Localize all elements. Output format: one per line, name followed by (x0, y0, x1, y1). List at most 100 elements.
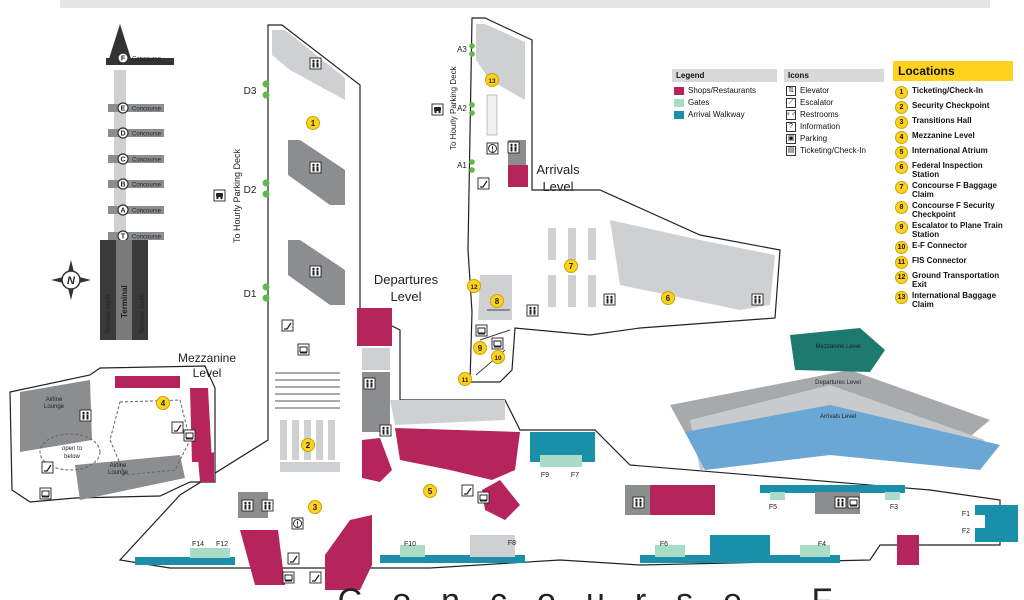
terminal-label: Terminal (120, 285, 129, 318)
gate-arrow-icon (262, 179, 270, 187)
open-below-line1: open to (62, 446, 83, 452)
train-stop-label: Concourse (132, 235, 162, 241)
gate-arrow-icon (262, 294, 270, 302)
restroom-icon (261, 499, 274, 512)
gate-arrow-icon (469, 51, 475, 57)
information-icon: ? (786, 121, 796, 132)
isometric-view (670, 328, 1000, 470)
location-marker-number: 6 (666, 294, 671, 303)
arrivals-label-line1: Arrivals (536, 162, 580, 177)
location-number-badge: 2 (895, 101, 908, 114)
location-marker-number: 1 (311, 119, 316, 128)
location-number-badge: 1 (895, 86, 908, 99)
legend-item: Shops/Restaurants (674, 85, 775, 96)
restroom-icon (309, 57, 322, 70)
parking-icon (213, 189, 226, 202)
gate-arrow-icon (262, 91, 270, 99)
location-number-badge: 6 (895, 161, 908, 174)
escalator-icon: ⟋ (786, 97, 796, 108)
location-marker-4: 4 (156, 396, 170, 410)
train-stop-marker (117, 153, 129, 165)
location-number-badge: 10 (895, 241, 908, 254)
location-item-label: Federal Inspection Station (912, 161, 983, 179)
gate-label-f2: F2 (962, 528, 970, 535)
gate-label-f6: F6 (660, 541, 668, 548)
lounge2-line1: Airline (110, 463, 127, 469)
train-stop-label: Concourse (132, 107, 162, 113)
location-item-label: Ticketing/Check-In (912, 86, 983, 95)
train-stop-marker (117, 127, 129, 139)
location-number-badge: 8 (895, 201, 908, 214)
train-stop-letter: E (121, 106, 126, 113)
location-marker-9: 9 (473, 341, 487, 355)
ticketing-icon (39, 487, 52, 500)
location-item-label: Transitions Hall (912, 116, 972, 125)
train-stop-letter: A (120, 208, 125, 215)
location-marker-number: 12 (470, 284, 478, 291)
location-marker-5: 5 (423, 484, 437, 498)
train-stop-marker (117, 102, 129, 114)
gate-label-f9: F9 (541, 472, 549, 479)
gate-label-f5: F5 (769, 504, 777, 511)
location-number-badge: 7 (895, 181, 908, 194)
location-marker-number: 7 (569, 262, 574, 271)
escalator-icon (171, 421, 184, 434)
gate-label-f8: F8 (508, 540, 516, 547)
restroom-icon (309, 265, 322, 278)
location-item-label: Ground Transportation Exit (912, 271, 1000, 289)
location-item-label: Mezzanine Level (912, 131, 975, 140)
iso-mezzanine-label: Mezzanine Level (815, 344, 860, 350)
legend-swatch (674, 98, 684, 107)
compass-letter: N (67, 275, 76, 287)
parking-left-label: To Hourly Parking Deck (232, 148, 242, 243)
map-icons (39, 57, 860, 584)
restroom-icon: ♀♂ (785, 109, 797, 120)
icons-item: ▤Ticketing/Check-In (786, 145, 882, 156)
legend-item: Gates (674, 97, 775, 108)
gate-label-f4: F4 (818, 541, 826, 548)
gate-arrow-icon (469, 43, 475, 49)
location-marker-13: 13 (485, 73, 499, 87)
parking-right-label: To Hourly Parking Deck (449, 65, 458, 150)
location-number-badge: 11 (895, 256, 908, 269)
legend-item-label: Arrival Walkway (688, 110, 745, 119)
lounge2-line2: Lounge (108, 470, 129, 476)
train-stop-letter: D (120, 131, 125, 138)
location-marker-number: 13 (488, 78, 496, 85)
gate-label-f10: F10 (404, 541, 416, 548)
train-stop-label: Concourse (132, 57, 162, 63)
gate-label-d1: D1 (244, 289, 257, 300)
restroom-icon (751, 293, 764, 306)
legend-item-label: Gates (688, 98, 710, 107)
location-marker-number: 8 (495, 297, 500, 306)
icons-item: ⟋Escalator (786, 97, 882, 108)
location-marker-1: 1 (306, 116, 320, 130)
restroom-icon (309, 161, 322, 174)
icons-item-label: Restrooms (800, 110, 839, 119)
icons-item: ⇅Elevator (786, 85, 882, 96)
location-marker-7: 7 (564, 259, 578, 273)
location-item-6: 6 Federal Inspection Station (895, 161, 1011, 179)
restroom-icon (632, 496, 645, 509)
location-marker-12: 12 (467, 279, 481, 293)
gate-label-f7: F7 (571, 472, 579, 479)
restroom-icon (363, 377, 376, 390)
legend-swatch (674, 86, 684, 95)
information-icon (486, 142, 499, 155)
ticketing-icon (183, 429, 196, 442)
locations-title: Locations (893, 61, 1013, 81)
open-below-line2: below (64, 454, 80, 460)
icons-item: ♀♂Restrooms (786, 109, 882, 120)
train-stop-letter: C (120, 157, 125, 164)
iso-arrivals-label: Arrivals Level (820, 414, 856, 420)
